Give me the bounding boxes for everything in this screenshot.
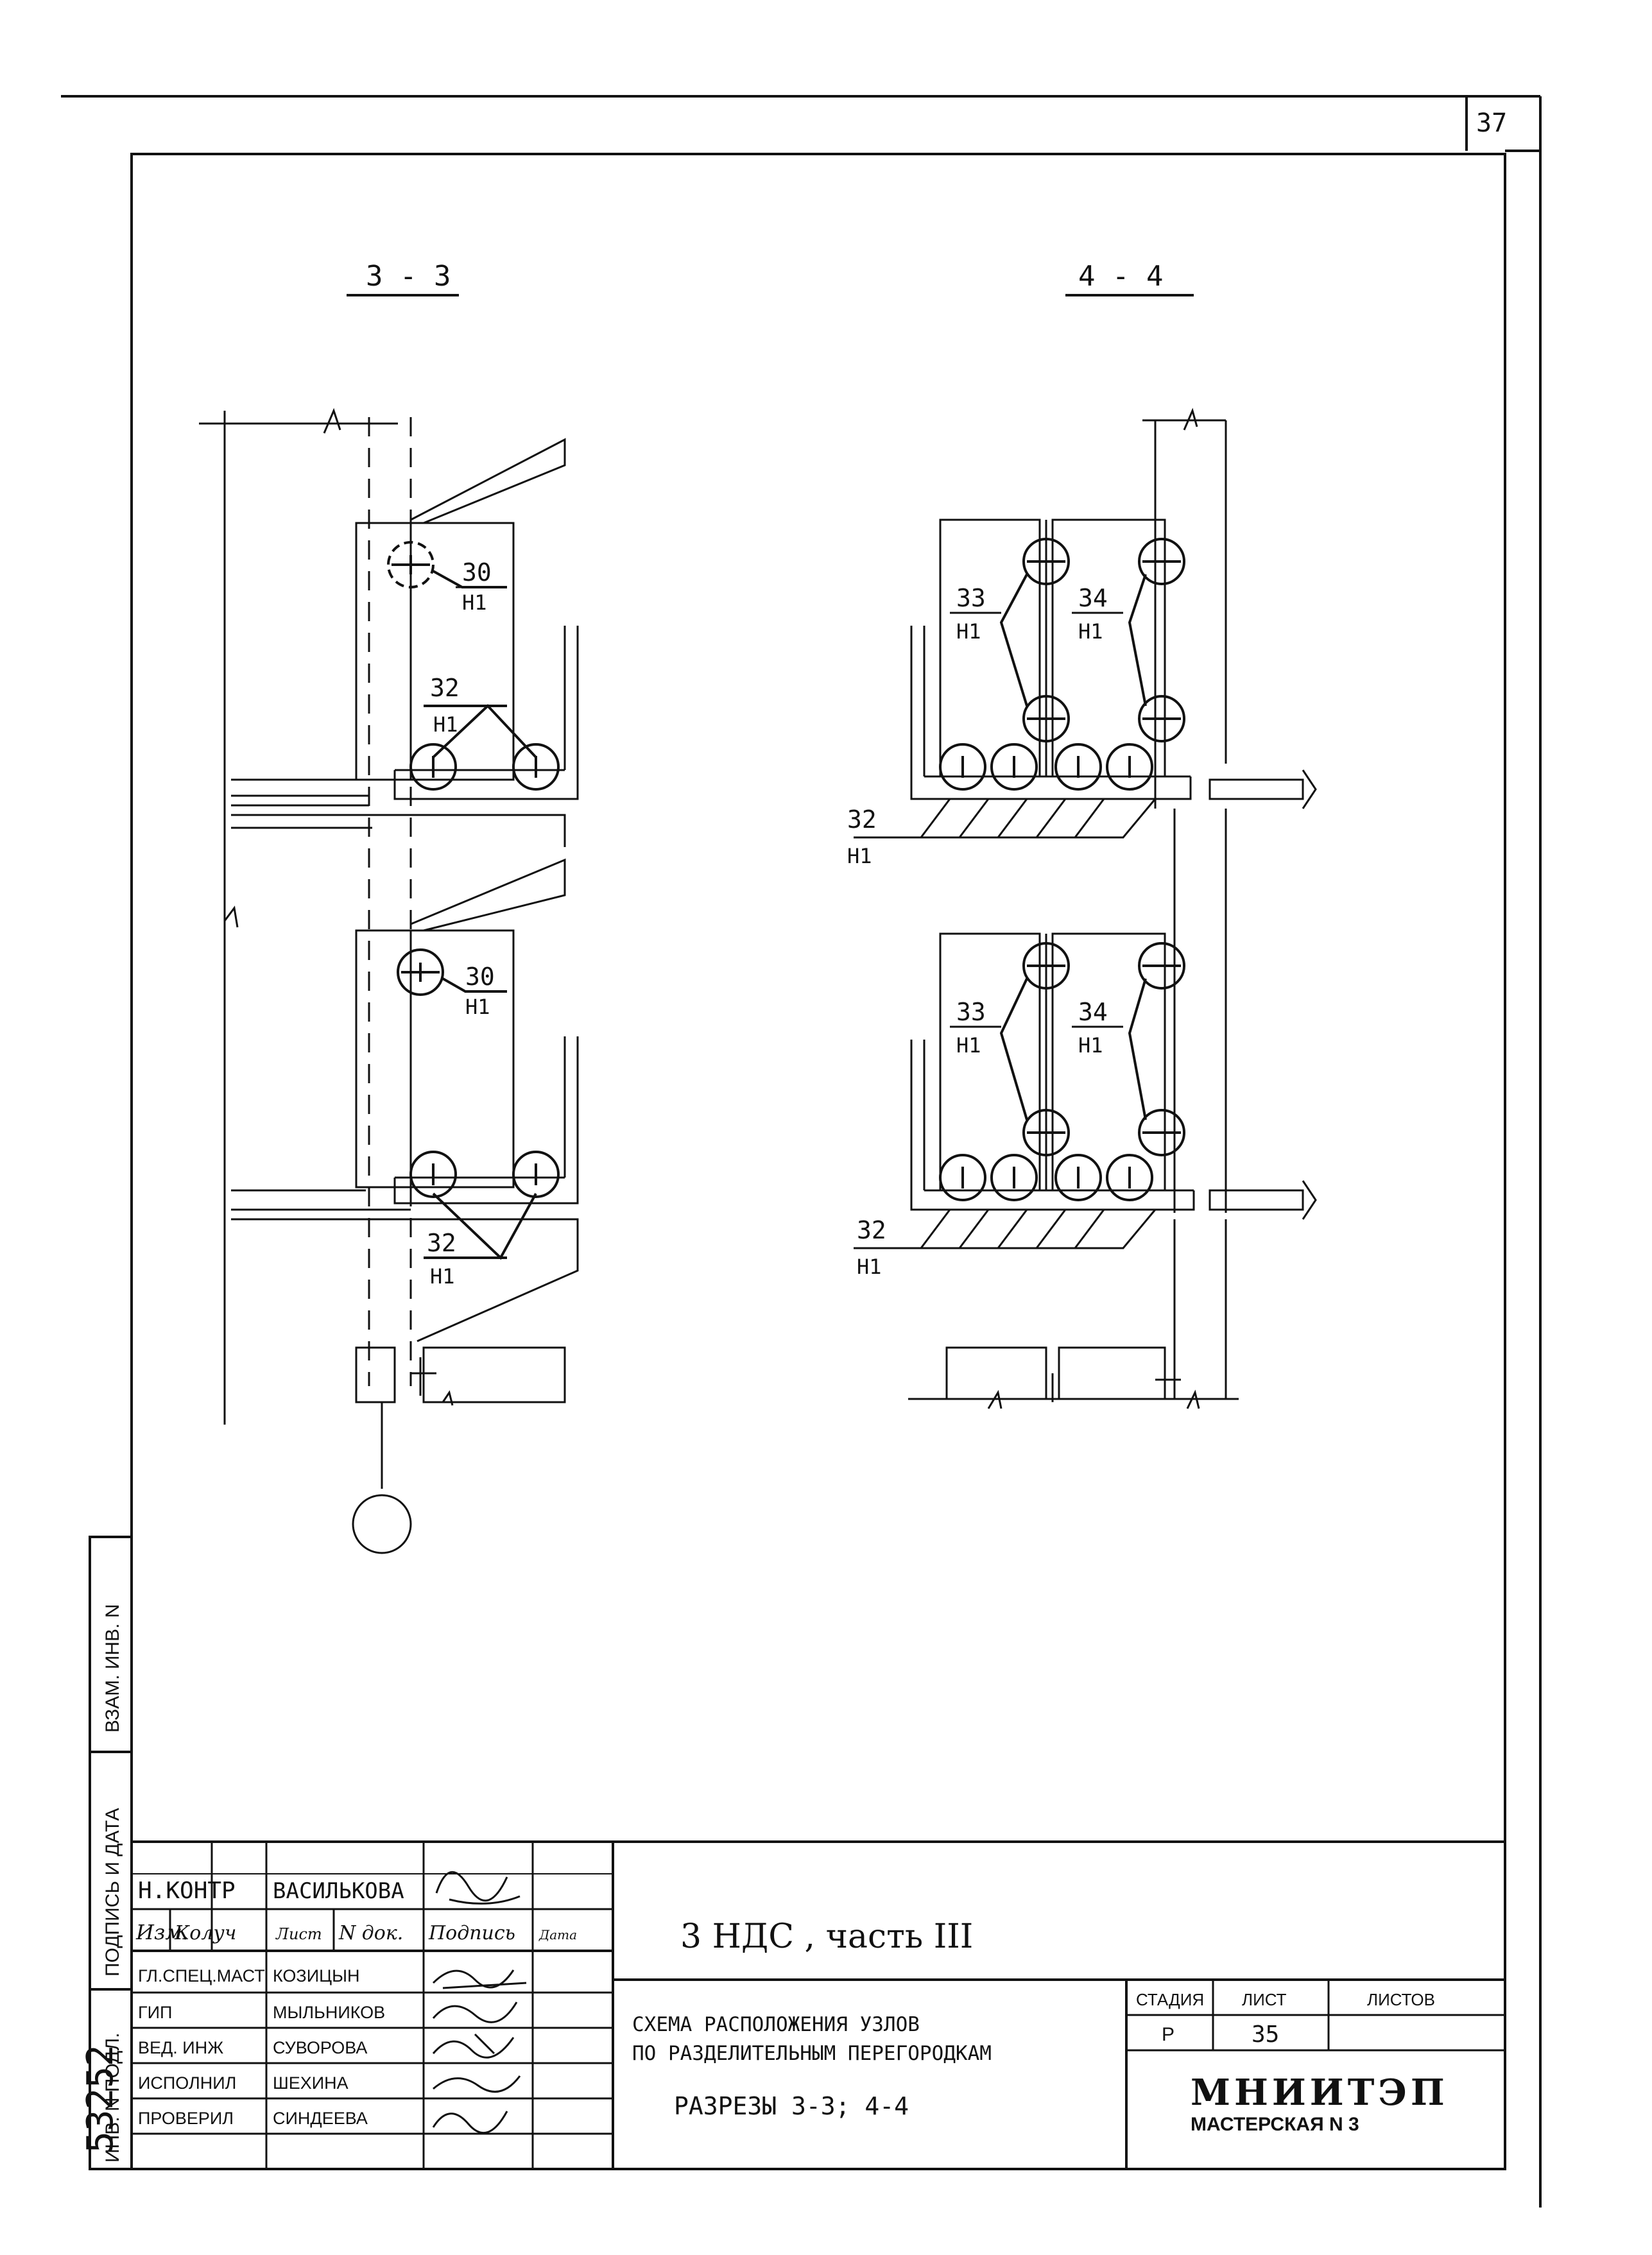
section-label-3-3: 3 - 3 bbox=[366, 260, 451, 293]
sheet-value: 35 bbox=[1252, 2021, 1279, 2048]
header-list: Лист bbox=[275, 1925, 322, 1943]
section-label-4-4: 4 - 4 bbox=[1078, 260, 1163, 293]
staff-rows: ГЛ.СПЕЦ.МАСТ КОЗИЦЫН ГИП МЫЛЬНИКОВ ВЕД. … bbox=[138, 1966, 385, 2128]
callout-h1: H1 bbox=[857, 1255, 882, 1279]
drawing-frame bbox=[130, 153, 1506, 2170]
callout-h1: H1 bbox=[430, 1264, 455, 1289]
header-kol: Колуч bbox=[174, 1922, 236, 1944]
header-ndok: N док. bbox=[338, 1922, 403, 1944]
section-4-4: 4 - 4 bbox=[847, 260, 1317, 1409]
callout-h1: H1 bbox=[465, 995, 490, 1019]
norm-control-name: ВАСИЛЬКОВА bbox=[273, 1878, 404, 1904]
stage-value: Р bbox=[1162, 2024, 1174, 2045]
header-sign: Подпись bbox=[428, 1922, 515, 1944]
callout-h1: H1 bbox=[1078, 619, 1103, 644]
drawing-title-line-2: ПО РАЗДЕЛИТЕЛЬНЫМ ПЕРЕГОРОДКАМ bbox=[632, 2042, 992, 2065]
callout-h1: H1 bbox=[462, 590, 487, 615]
callout-h1: H1 bbox=[1078, 1033, 1103, 1058]
callout-32-lower: 32 bbox=[857, 1216, 886, 1244]
callout-h1: H1 bbox=[847, 844, 872, 868]
callout-34-upper: 34 bbox=[1078, 584, 1108, 612]
staff-role: ПРОВЕРИЛ bbox=[138, 2109, 234, 2128]
staff-name: СУВОРОВА bbox=[273, 2038, 367, 2057]
sheet-header: ЛИСТ bbox=[1242, 1990, 1287, 2009]
stamp-vzam-inv: ВЗАМ. ИНВ. N bbox=[102, 1604, 123, 1733]
page-number: 37 bbox=[1476, 108, 1507, 138]
callout-h1: H1 bbox=[956, 1033, 981, 1058]
norm-control-role: Н.КОНТР bbox=[138, 1878, 236, 1904]
staff-name: ШЕХИНА bbox=[273, 2073, 348, 2093]
project-title: 3 НДС , часть III bbox=[680, 1917, 973, 1956]
staff-signatures bbox=[432, 1969, 527, 2134]
signature-norm-control bbox=[435, 1871, 521, 1905]
sheets-header: ЛИСТОВ bbox=[1367, 1990, 1435, 2009]
callout-32-upper: 32 bbox=[847, 805, 877, 834]
staff-role: ГЛ.СПЕЦ.МАСТ bbox=[138, 1966, 265, 1985]
callout-30-upper: 30 bbox=[462, 558, 492, 587]
title-block: Н.КОНТР ВАСИЛЬКОВА Изм. Колуч Лист N док… bbox=[130, 1840, 1506, 2170]
drawing-title-line-3: РАЗРЕЗЫ 3-3; 4-4 bbox=[674, 2092, 909, 2120]
drawing-title-line-1: СХЕМА РАСПОЛОЖЕНИЯ УЗЛОВ bbox=[632, 2013, 920, 2036]
staff-name: МЫЛЬНИКОВ bbox=[273, 2003, 385, 2022]
workshop: МАСТЕРСКАЯ N 3 bbox=[1191, 2114, 1359, 2135]
callout-h1: H1 bbox=[433, 712, 458, 737]
stage-header: СТАДИЯ bbox=[1136, 1990, 1204, 2009]
callout-33-lower: 33 bbox=[956, 998, 986, 1026]
callout-30-lower: 30 bbox=[465, 963, 495, 991]
staff-role: ИСПОЛНИЛ bbox=[138, 2073, 236, 2093]
header-izm: Изм. bbox=[135, 1920, 189, 1944]
staff-name: КОЗИЦЫН bbox=[273, 1966, 360, 1985]
callout-32-lower: 32 bbox=[427, 1229, 456, 1257]
callout-33-upper: 33 bbox=[956, 584, 986, 612]
staff-role: ГИП bbox=[138, 2003, 172, 2022]
stamp-inv-handwritten: 53252 bbox=[80, 2045, 121, 2153]
callout-34-lower: 34 bbox=[1078, 998, 1108, 1026]
callout-h1: H1 bbox=[956, 619, 981, 644]
staff-name: СИНДЕЕВА bbox=[273, 2109, 368, 2128]
section-3-3: 3 - 3 bbox=[199, 260, 579, 1554]
header-date: Дата bbox=[538, 1927, 577, 1942]
staff-role: ВЕД. ИНЖ bbox=[138, 2038, 223, 2057]
stamp-inv-orig: ИНВ. N ПОДЛ. bbox=[102, 2033, 123, 2163]
stamp-sign-date: ПОДПИСЬ И ДАТА bbox=[102, 1808, 123, 1976]
side-stamps: ИНВ. N ПОДЛ. ПОДПИСЬ И ДАТА ВЗАМ. ИНВ. N… bbox=[80, 1604, 123, 2163]
organization: МНИИТЭП bbox=[1191, 2071, 1449, 2114]
callout-32-upper: 32 bbox=[430, 674, 460, 702]
